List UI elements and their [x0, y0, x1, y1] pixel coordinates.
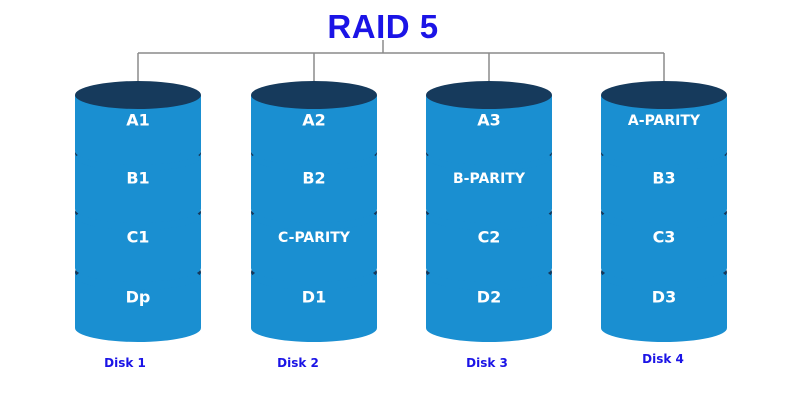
disk-top-cap [426, 81, 552, 109]
block-label: C1 [127, 228, 150, 247]
cylinder-segment [251, 153, 377, 223]
cylinder-segment [601, 272, 727, 342]
cylinder-segment [251, 95, 377, 165]
block-label: A1 [126, 111, 150, 130]
block-label: C-PARITY [278, 230, 351, 246]
disk-3: D2 C2 B-PARITY A3 [426, 81, 552, 342]
diagram-title: RAID 5 [327, 8, 439, 45]
disk-2-block: A2 [251, 81, 377, 165]
cylinder-segment [601, 95, 727, 165]
cylinder-segment [426, 153, 552, 223]
disk-1: Dp C1 B1 A1 [75, 81, 201, 342]
block-label: B2 [302, 169, 325, 188]
disk-label-3: Disk 3 [466, 356, 508, 370]
cylinder-segment [601, 212, 727, 282]
disk-label-1: Disk 1 [104, 356, 146, 370]
disk-3-block: A3 [426, 81, 552, 165]
cylinder-segment [75, 272, 201, 342]
cylinder-segment [601, 153, 727, 223]
block-label: Dp [126, 288, 151, 307]
block-label: A-PARITY [628, 113, 701, 129]
cylinder-segment [426, 272, 552, 342]
block-label: A2 [302, 111, 326, 130]
disk-2: D1 C-PARITY B2 A2 [251, 81, 377, 342]
disk-4: D3 C3 B3 A-PARITY [601, 81, 727, 342]
disk-4-block: A-PARITY [601, 81, 727, 165]
cylinder-segment [75, 95, 201, 165]
block-label: D3 [652, 288, 676, 307]
block-label: C3 [653, 228, 676, 247]
block-label: B1 [126, 169, 149, 188]
disk-top-cap [601, 81, 727, 109]
disk-1-block: A1 [75, 81, 201, 165]
block-label: B-PARITY [453, 171, 526, 187]
block-label: A3 [477, 111, 501, 130]
block-label: D2 [477, 288, 501, 307]
block-label: B3 [652, 169, 675, 188]
cylinder-segment [251, 212, 377, 282]
disk-top-cap [251, 81, 377, 109]
disk-label-4: Disk 4 [642, 352, 684, 366]
block-label: C2 [478, 228, 501, 247]
disk-top-cap [75, 81, 201, 109]
cylinder-segment [75, 153, 201, 223]
cylinder-segment [251, 272, 377, 342]
cylinder-segment [426, 95, 552, 165]
disk-label-2: Disk 2 [277, 356, 319, 370]
block-label: D1 [302, 288, 326, 307]
cylinder-segment [426, 212, 552, 282]
cylinder-segment [75, 212, 201, 282]
connector-lines [137, 40, 665, 83]
